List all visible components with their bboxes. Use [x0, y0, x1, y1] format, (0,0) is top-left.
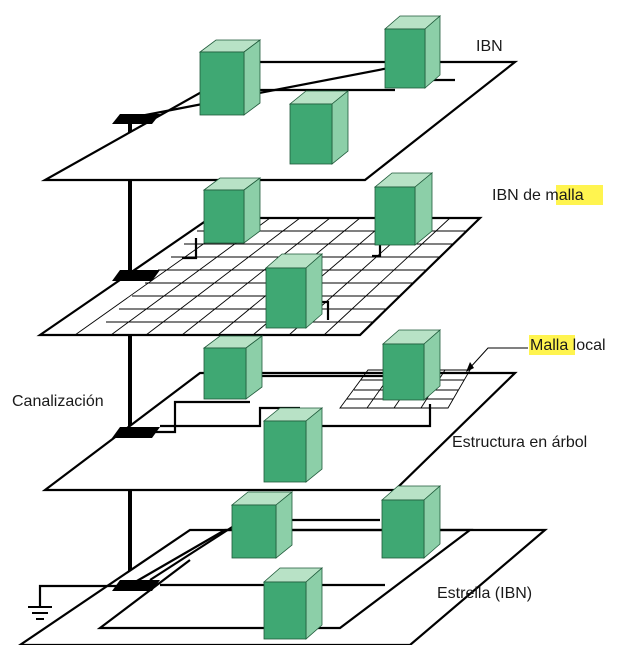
cabinet-mesh-2 — [373, 172, 434, 246]
tree-wire-4 — [320, 404, 432, 428]
cabinet-mesh-3 — [264, 253, 324, 329]
cabinet-star-2 — [380, 485, 442, 559]
malla-local-arrowhead — [466, 362, 474, 372]
ground-symbol-icon — [28, 606, 52, 620]
label-ibn-malla-highlight: malla — [545, 187, 583, 204]
svg-text:IBN de malla: IBN de malla — [492, 187, 584, 204]
label-malla-local: Malla local — [466, 335, 606, 372]
cabinet-star-1 — [230, 491, 294, 559]
label-ibn-malla-prefix: IBN de — [492, 187, 545, 204]
cabinet-star-3 — [262, 567, 324, 640]
cabinet-mesh-1 — [202, 177, 262, 244]
cabinet-ibn-3 — [288, 90, 350, 165]
level-arbol — [41, 329, 518, 492]
highlight-malla — [556, 185, 603, 205]
label-estructura-arbol: Estructura en árbol — [452, 434, 587, 451]
cabinet-tree-1 — [202, 335, 264, 400]
star-connector-bar — [112, 580, 160, 591]
label-malla-local-suffix: local — [568, 337, 605, 354]
label-estrella: Estrella (IBN) — [437, 585, 532, 602]
tree-connector-bar — [112, 427, 160, 438]
mesh-drop-1 — [182, 238, 198, 260]
star-wire-1 — [149, 521, 241, 581]
svg-text:Malla local: Malla local — [530, 337, 606, 354]
cabinet-ibn-1 — [198, 39, 262, 116]
star-wire-ring — [96, 528, 474, 630]
label-ibn-malla: IBN de malla — [492, 185, 603, 205]
cabinet-tree-3 — [262, 407, 324, 483]
cabinet-tree-2 — [381, 329, 442, 401]
level-ibn-malla — [36, 172, 483, 337]
level-estrella — [18, 485, 548, 645]
mesh-connector-bar — [112, 270, 160, 281]
level-ibn — [40, 15, 519, 182]
malla-local-leader — [467, 347, 528, 371]
cabinet-ibn-2 — [383, 15, 442, 89]
label-ibn: IBN — [476, 38, 503, 55]
highlight-malla-local — [529, 335, 575, 355]
ibn-connector-bar — [112, 114, 160, 124]
label-malla-local-highlight: Malla — [530, 337, 568, 354]
label-canalizacion: Canalización — [12, 393, 104, 410]
ground-wire — [38, 584, 130, 606]
